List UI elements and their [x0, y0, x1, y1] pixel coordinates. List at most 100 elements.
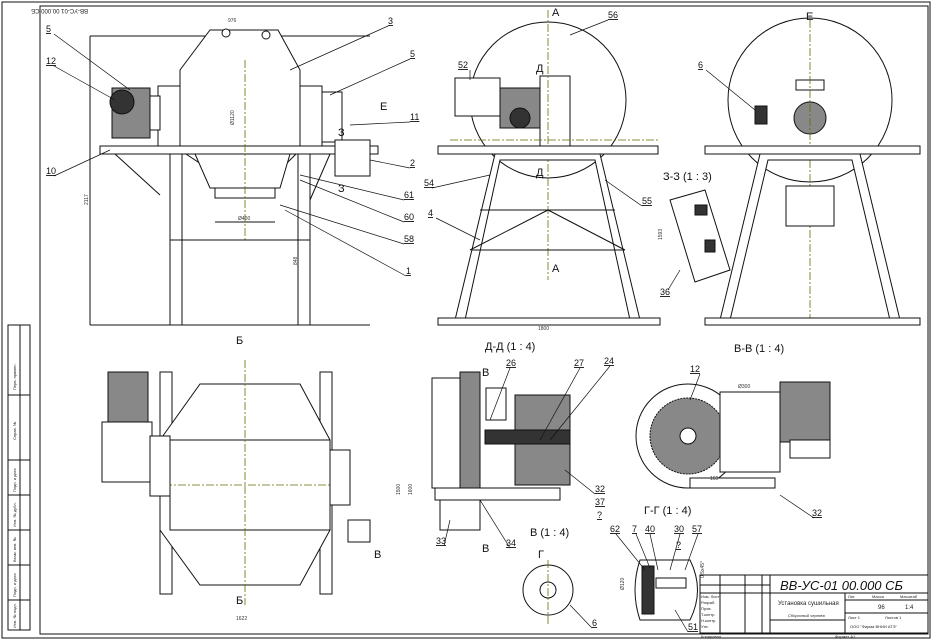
- balloon: 6: [592, 618, 597, 628]
- drawing-number: ВВ-УС-01 00.000 СБ: [780, 578, 904, 593]
- balloon: 52: [458, 60, 468, 70]
- dim-top-width: 976: [228, 18, 237, 24]
- title-block: ВВ-УС-01 00.000 СБ Установка сушильная С…: [699, 574, 929, 639]
- view-v: [522, 560, 574, 625]
- balloon: 36: [660, 287, 670, 297]
- balloon: 12: [690, 364, 700, 374]
- balloon: 40: [645, 524, 655, 534]
- stamp-label: Инв. № подл.: [12, 603, 17, 628]
- dim-gear-dia: Ø300: [738, 384, 750, 390]
- dim-side-width: 1800: [538, 326, 549, 332]
- balloon: 51: [688, 622, 698, 632]
- stamp-label: Перв. примен.: [12, 363, 17, 390]
- balloon: 3: [388, 16, 393, 26]
- end-view: [704, 17, 921, 326]
- row-label: Изм. Лист: [701, 594, 720, 599]
- section-title-gg: Г-Г (1 : 4): [644, 505, 691, 517]
- row-label: Н.контр.: [701, 618, 716, 623]
- balloon: 2: [410, 158, 415, 168]
- balloon: 12: [46, 56, 56, 66]
- dim-height: 2117: [84, 194, 90, 205]
- dim-gg-dia: Ø120: [620, 578, 626, 590]
- balloon: 1: [406, 266, 411, 276]
- section-mark-d: Д: [536, 167, 544, 179]
- section-mark-v: В: [374, 549, 381, 561]
- section-mark-z: З: [338, 183, 345, 195]
- drawing-name: Установка сушильная: [778, 601, 839, 607]
- section-mark-v: В: [482, 543, 489, 555]
- stamp-label: Инв. № дубл.: [12, 502, 17, 527]
- drawing-frame: [39, 5, 929, 635]
- detail-zz: [669, 189, 731, 283]
- section-mark-a: А: [552, 263, 560, 275]
- part-balloons: 5 12 10 3 5 11 2 61 60 58 1 56 52 54 4 5…: [46, 10, 822, 633]
- balloon: 6: [698, 60, 703, 70]
- balloon: 34: [506, 538, 516, 548]
- document-type: Сборочный чертеж: [788, 613, 825, 618]
- dim-leg: 848: [293, 256, 299, 265]
- mass-value: 96: [878, 605, 885, 611]
- dim-plan-1500: 1500: [396, 484, 402, 495]
- col-mass: Масса: [872, 594, 885, 599]
- side-stamp: Перв. примен. Справ. № Подп. и дата Инв.…: [7, 324, 31, 631]
- dim-plan-1600: 1600: [408, 484, 414, 495]
- section-gg: [634, 559, 698, 621]
- stamp-label: Подп. и дата: [12, 468, 17, 492]
- col-scale: Масштаб: [900, 594, 918, 599]
- balloon: 5: [410, 49, 415, 59]
- plan-view: [101, 360, 371, 605]
- balloon: ?: [597, 510, 602, 520]
- company-name: ООО "Фирма ВНИИ АТЭ": [850, 624, 898, 629]
- stamp-label: Подп. и дата: [12, 573, 17, 597]
- section-mark-a: А: [552, 7, 560, 19]
- front-view: [89, 28, 379, 326]
- section-mark-b: Б: [236, 595, 243, 607]
- stamp-label: Справ. №: [12, 422, 17, 440]
- balloon: ?: [676, 540, 681, 550]
- section-mark-d: Д: [536, 63, 544, 75]
- row-label: Утв.: [701, 624, 709, 629]
- balloon: 58: [404, 234, 414, 244]
- section-title-zz: З-З (1 : 3): [663, 171, 712, 183]
- side-view: [437, 10, 661, 326]
- sheet-number: Лист 1: [848, 615, 861, 620]
- balloon: 32: [812, 508, 822, 518]
- balloon: 56: [608, 10, 618, 20]
- row-label: Т.контр.: [701, 612, 716, 617]
- balloon: 60: [404, 212, 414, 222]
- balloon: 27: [574, 358, 584, 368]
- balloon: 54: [424, 178, 434, 188]
- row-label: Разраб.: [701, 600, 715, 605]
- section-mark-b: Б: [236, 335, 243, 347]
- dim-gg-chamfer: 0.5x45°: [700, 561, 706, 578]
- balloon: 7: [632, 524, 637, 534]
- format-label: Формат А1: [835, 634, 856, 639]
- sheet-count: Листов 1: [885, 615, 902, 620]
- section-mark-z: З: [338, 127, 345, 139]
- balloon: 5: [46, 24, 51, 34]
- col-lit: Лит.: [848, 594, 855, 599]
- section-mark-v: В: [482, 367, 489, 379]
- scale-value: 1:4: [905, 605, 914, 611]
- copied-label: Копировал: [701, 634, 722, 639]
- stamp-label: Взам. инв. №: [12, 537, 17, 562]
- balloon: 33: [436, 536, 446, 546]
- dim-gear-dist: 169: [710, 476, 719, 482]
- balloon: 24: [604, 356, 614, 366]
- balloon: 57: [692, 524, 702, 534]
- dim-plan-width: 1622: [236, 616, 247, 622]
- section-vv: [635, 381, 831, 489]
- balloon: 11: [410, 112, 419, 122]
- section-mark-e: Е: [806, 11, 813, 23]
- balloon: 4: [428, 208, 433, 218]
- balloon: 30: [674, 524, 684, 534]
- section-dd: [431, 371, 571, 531]
- balloon: 26: [506, 358, 516, 368]
- row-label: Пров.: [701, 606, 712, 611]
- balloon: 55: [642, 196, 652, 206]
- balloon: 32: [595, 484, 605, 494]
- balloon: 37: [595, 497, 605, 507]
- section-labels: А А Е Е З З Д Д Б Б В В В Г З-З (1 : 3) …: [236, 7, 813, 607]
